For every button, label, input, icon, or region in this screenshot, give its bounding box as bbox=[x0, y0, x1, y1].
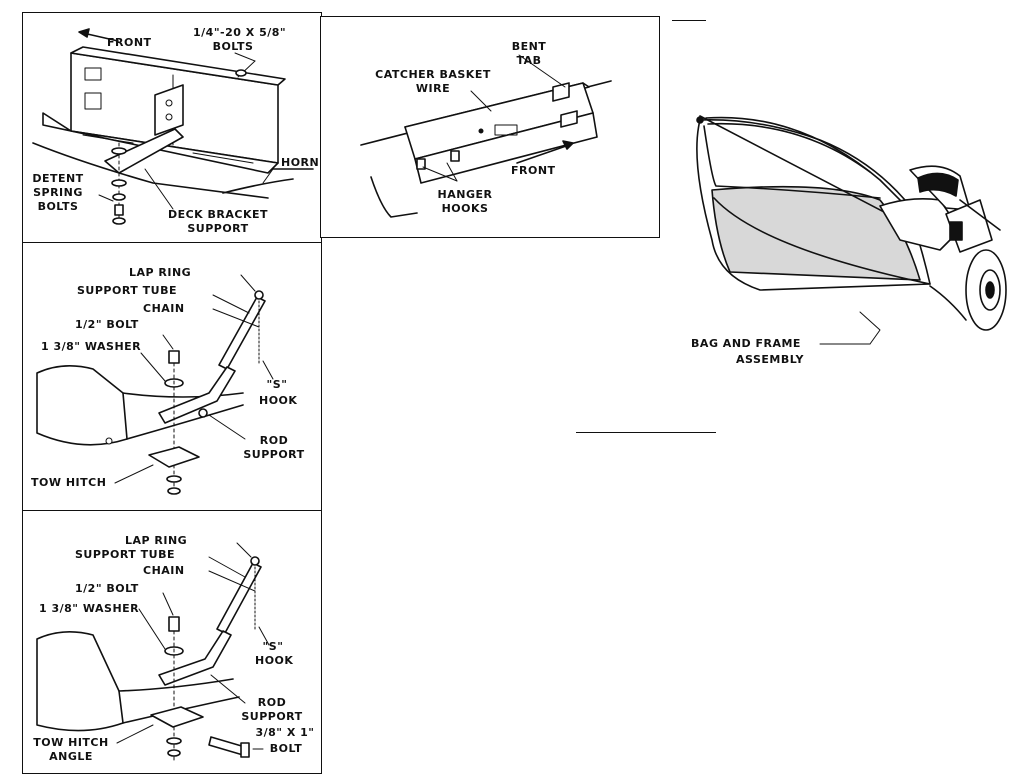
horn-label: HORN bbox=[281, 156, 320, 169]
top-right-rule bbox=[672, 20, 706, 21]
deck-bracket-label-1: DECK BRACKET bbox=[167, 208, 269, 221]
catcher-wire-label-1: CATCHER BASKET bbox=[375, 68, 491, 81]
support-tube-label: SUPPORT TUBE bbox=[77, 284, 177, 297]
chain-label: CHAIN bbox=[143, 564, 185, 577]
catcher-drawing bbox=[360, 54, 612, 218]
tow-hitch-angle-panel: LAP RING SUPPORT TUBE CHAIN 1/2" BOLT 1 … bbox=[22, 510, 322, 774]
tow-hitch-angle-label-1: TOW HITCH bbox=[33, 736, 109, 749]
support-tube-label: SUPPORT TUBE bbox=[75, 548, 175, 561]
catcher-wire-label-2: WIRE bbox=[415, 82, 451, 95]
middle-rule bbox=[576, 432, 716, 433]
lap-ring-label: LAP RING bbox=[129, 266, 192, 279]
bolt-label: BOLT bbox=[269, 742, 303, 755]
rod-support-label-2: SUPPORT bbox=[241, 710, 303, 723]
tow-hitch-panel: LAP RING SUPPORT TUBE CHAIN 1/2" BOLT 1 … bbox=[22, 242, 322, 512]
front-label: FRONT bbox=[511, 164, 556, 177]
hanger-hooks-label-1: HANGER bbox=[437, 188, 493, 201]
half-bolt-label: 1/2" BOLT bbox=[75, 582, 139, 595]
washer-label: 1 3/8" WASHER bbox=[41, 340, 142, 353]
half-bolt-label: 1/2" BOLT bbox=[75, 318, 139, 331]
hanger-hooks-label-2: HOOKS bbox=[441, 202, 489, 215]
deck-bracket-panel: FRONT 1/4"-20 X 5/8" BOLTS HORN DETENT S… bbox=[22, 12, 322, 244]
detent-label-3: BOLTS bbox=[37, 200, 79, 213]
tow-hitch-angle-drawing bbox=[36, 542, 270, 762]
bent-tab-label-2: TAB bbox=[516, 54, 542, 67]
bolt-spec-label: 3/8" X 1" bbox=[255, 726, 315, 739]
front-label: FRONT bbox=[107, 36, 152, 49]
detent-label-1: DETENT bbox=[32, 172, 84, 185]
s-hook-label-2: HOOK bbox=[259, 394, 298, 407]
bolts-spec-label: 1/4"-20 X 5/8" bbox=[193, 26, 287, 39]
rod-support-label-2: SUPPORT bbox=[243, 448, 305, 461]
deck-bracket-drawing bbox=[32, 28, 314, 225]
chain-label: CHAIN bbox=[143, 302, 185, 315]
washer-label: 1 3/8" WASHER bbox=[39, 602, 140, 615]
bag-frame-label-1: BAG AND FRAME bbox=[691, 337, 801, 350]
tow-hitch-drawing bbox=[36, 274, 274, 496]
rod-support-label-1: ROD bbox=[257, 696, 287, 709]
deck-bracket-label-2: SUPPORT bbox=[187, 222, 249, 235]
catcher-panel: BENT TAB CATCHER BASKET WIRE FRONT HANGE… bbox=[320, 16, 660, 238]
tow-hitch-label: TOW HITCH bbox=[31, 476, 107, 489]
lap-ring-label: LAP RING bbox=[125, 534, 188, 547]
s-hook-label-1: "S" bbox=[266, 378, 288, 391]
bag-frame-label-2: ASSEMBLY bbox=[736, 353, 804, 366]
bent-tab-label-1: BENT bbox=[511, 40, 547, 53]
bolts-label: BOLTS bbox=[212, 40, 254, 53]
s-hook-label-1: "S" bbox=[262, 640, 284, 653]
rod-support-label-1: ROD bbox=[259, 434, 289, 447]
s-hook-label-2: HOOK bbox=[255, 654, 294, 667]
tow-hitch-angle-label-2: ANGLE bbox=[49, 750, 93, 763]
detent-label-2: SPRING bbox=[33, 186, 83, 199]
